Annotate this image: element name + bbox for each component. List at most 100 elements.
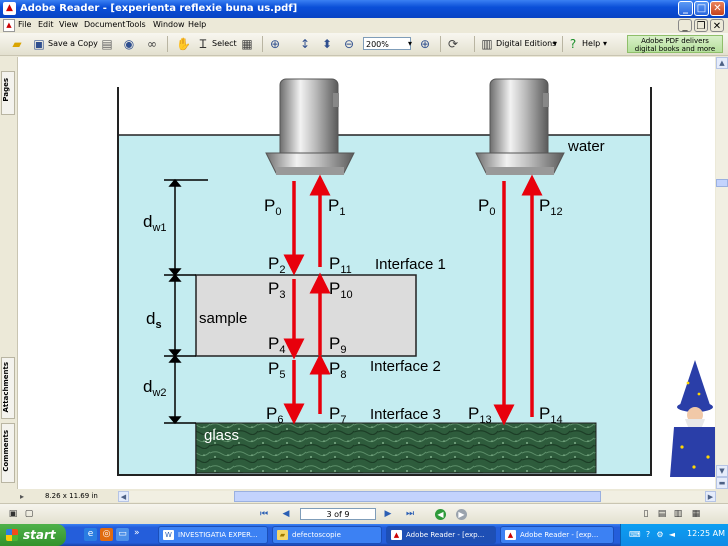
close-button[interactable]: ✕ (710, 1, 725, 16)
print-icon[interactable]: ▤ (101, 37, 113, 51)
vertical-scrollbar[interactable]: ▲ ▼ ▬ (716, 57, 728, 489)
menu-document[interactable]: Document (84, 20, 126, 29)
glass-plate (195, 422, 597, 474)
resize-grip-icon[interactable]: ▸ (20, 492, 25, 501)
scroll-right-arrow-icon[interactable]: ▶ (705, 491, 716, 502)
task-adobe-reader-2[interactable]: ▲Adobe Reader - [exp... (500, 526, 614, 544)
chevron-down-icon[interactable]: ▾ (407, 39, 412, 48)
zoom-level-input[interactable]: 200% (363, 37, 411, 50)
fit-page-icon[interactable]: ⬍ (321, 37, 333, 51)
p5-label: P5 (268, 359, 285, 381)
task-adobe-reader-1[interactable]: ▲Adobe Reader - [exp... (386, 526, 496, 544)
network-icon[interactable]: ⚙ (656, 530, 664, 539)
document-view[interactable]: water dw1 ds dw2 sample glass Interface … (18, 57, 715, 489)
snapshot-icon[interactable]: ▦ (241, 37, 253, 51)
help-tray-icon[interactable]: ? (645, 530, 651, 539)
save-icon[interactable]: ▣ (33, 37, 45, 51)
select-cursor-icon[interactable]: Ɪ (199, 37, 207, 51)
show-desktop-icon[interactable]: ▭ (116, 528, 129, 541)
menu-edit[interactable]: Edit (38, 20, 54, 29)
interface-2-label: Interface 2 (370, 358, 441, 375)
chevron-down-icon[interactable]: ▾ (602, 39, 607, 48)
adobe-reader-icon: ▲ (505, 530, 516, 540)
split-view-icon[interactable]: ▬ (716, 477, 728, 489)
actual-size-icon[interactable]: ↕ (299, 37, 311, 51)
task-defectoscopie[interactable]: ▰defectoscopie (272, 526, 382, 544)
p8-label: P8 (329, 359, 346, 381)
facing-view-icon[interactable]: ▥ (673, 509, 683, 519)
firefox-icon[interactable]: ◎ (100, 528, 113, 541)
interface-3-label: Interface 3 (370, 406, 441, 423)
toolbar-divider (562, 36, 563, 52)
p4-label: P4 (268, 334, 285, 356)
help-button[interactable]: Help (582, 39, 601, 48)
menu-window[interactable]: Window (153, 20, 185, 29)
select-tool-button[interactable]: Select (212, 39, 237, 48)
window-title-bar[interactable]: ▲ Adobe Reader - [experienta reflexie bu… (0, 0, 728, 18)
minimize-button[interactable]: _ (678, 1, 693, 16)
chevron-right-icon[interactable]: » (134, 528, 140, 538)
promo-line-1: Adobe PDF delivers (641, 37, 709, 45)
fullscreen-icon[interactable]: ▢ (24, 509, 34, 519)
toolbar-divider (262, 36, 263, 52)
vertical-scroll-thumb[interactable] (716, 179, 728, 187)
start-label: start (23, 528, 56, 542)
language-indicator-icon[interactable]: ⌨ (629, 530, 641, 539)
zoom-out-icon[interactable]: ⊖ (343, 37, 355, 51)
page-size-label: 8.26 x 11.69 in (45, 492, 98, 500)
open-folder-icon[interactable]: ▰ (12, 37, 22, 51)
digital-editions-button[interactable]: Digital Editions (496, 39, 557, 48)
tab-comments[interactable]: Comments (1, 423, 15, 483)
zoom-in-icon[interactable]: ⊕ (419, 37, 431, 51)
wizard-assistant-icon[interactable] (670, 360, 715, 477)
windows-logo-icon (6, 529, 18, 541)
scroll-down-arrow-icon[interactable]: ▼ (716, 465, 728, 477)
email-icon[interactable]: ◉ (123, 37, 135, 51)
scroll-up-arrow-icon[interactable]: ▲ (716, 57, 728, 69)
search-binoculars-icon[interactable]: ∞ (147, 37, 157, 51)
p0-left-label: P0 (264, 196, 281, 218)
page-layout-icon[interactable]: ▣ (8, 509, 18, 519)
system-clock[interactable]: 12:25 AM (687, 529, 725, 538)
tab-attachments[interactable]: Attachments (1, 357, 15, 419)
help-icon[interactable]: ? (569, 37, 577, 51)
menu-tools[interactable]: Tools (126, 20, 146, 29)
p13-label: P13 (468, 404, 492, 426)
next-page-button[interactable]: ▶ (384, 509, 392, 519)
rotate-view-icon[interactable]: ⟳ (447, 37, 459, 51)
single-page-view-icon[interactable]: ▯ (643, 509, 649, 519)
horizontal-scrollbar[interactable]: ◀ ▶ (118, 491, 716, 502)
volume-icon[interactable]: ◄ (668, 530, 676, 539)
go-forward-button[interactable]: ▶ (456, 509, 467, 520)
page-number-input[interactable]: 3 of 9 (300, 508, 376, 520)
doc-close-button[interactable]: ✕ (710, 19, 724, 32)
menu-view[interactable]: View (59, 20, 78, 29)
previous-page-button[interactable]: ◀ (282, 509, 290, 519)
internet-explorer-icon[interactable]: e (84, 528, 97, 541)
last-page-button[interactable]: ⏭ (405, 509, 415, 519)
tab-pages[interactable]: Pages (1, 71, 15, 115)
menu-file[interactable]: File (18, 20, 32, 29)
horizontal-scroll-thumb[interactable] (234, 491, 601, 502)
maximize-button[interactable]: □ (694, 1, 709, 16)
digital-editions-icon[interactable]: ▥ (481, 37, 493, 51)
menu-help[interactable]: Help (188, 20, 207, 29)
zoom-in-tool-icon[interactable]: ⊕ (269, 37, 281, 51)
continuous-facing-view-icon[interactable]: ▦ (691, 509, 701, 519)
adobe-promo-button[interactable]: Adobe PDF delivers digital books and mor… (627, 35, 723, 53)
doc-restore-button[interactable]: ❐ (694, 19, 708, 32)
interface-1-label: Interface 1 (375, 256, 446, 273)
hand-tool-icon[interactable]: ✋ (176, 37, 191, 51)
first-page-button[interactable]: ⏮ (259, 509, 269, 519)
sample-block (195, 274, 417, 357)
start-button[interactable]: start (0, 524, 66, 546)
go-back-button[interactable]: ◀ (435, 509, 446, 520)
save-copy-button[interactable]: Save a Copy (48, 39, 98, 48)
document-menu-icon[interactable]: ▲ (3, 19, 15, 32)
continuous-view-icon[interactable]: ▤ (657, 509, 667, 519)
doc-minimize-button[interactable]: _ (678, 19, 692, 32)
scroll-left-arrow-icon[interactable]: ◀ (118, 491, 129, 502)
chevron-down-icon[interactable]: ▾ (552, 39, 557, 48)
